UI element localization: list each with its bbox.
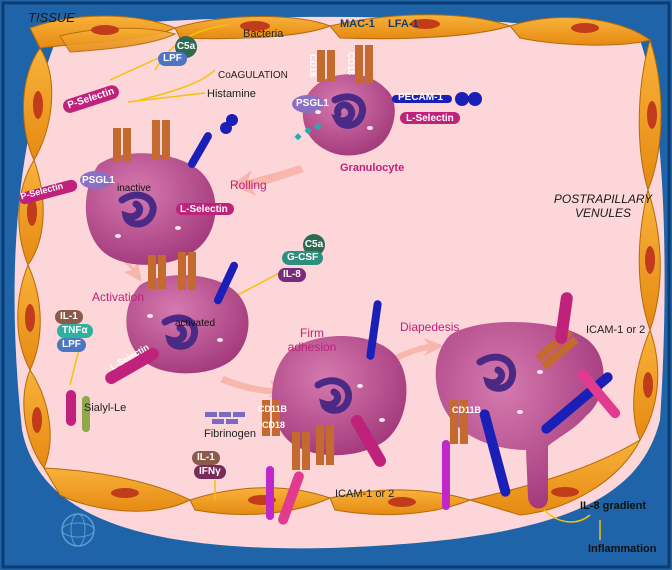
fibrinogen-label: Fibrinogen — [204, 428, 256, 440]
cd18-firm: CD18 — [262, 420, 286, 430]
lfa1-label: LFA-1 — [388, 18, 419, 30]
il8-badge: IL-8 — [278, 268, 306, 282]
granulocyte-cell — [292, 45, 482, 156]
firm-adhesion-cell — [262, 300, 407, 525]
l-selectin-top: L-Selectin — [406, 113, 454, 124]
stage-diapedesis: Diapedesis — [400, 320, 460, 334]
stage-rolling: Rolling — [230, 178, 267, 192]
diapedesis-cell — [435, 292, 621, 510]
title-tissue: TISSUE — [28, 10, 75, 25]
stage-activation: Activation — [92, 290, 145, 304]
mac1-label: MAC-1 — [340, 18, 375, 30]
cd11b-diapedesis: CD11B — [452, 405, 482, 415]
sialyl-le-label: Sialyl-Le — [84, 402, 127, 414]
g-csf-badge: G-CSF — [282, 251, 324, 265]
inflammation-label: Inflammation — [588, 543, 657, 555]
tnf-badge: TNFα — [57, 324, 93, 338]
icam1or2-diapedesis: ICAM-1 or 2 — [586, 324, 646, 336]
lpf-badge: LPF — [158, 52, 187, 66]
cd18-lfa1: CD18 — [346, 52, 356, 76]
title-venules: POSTRAPILLARY VENULES — [553, 192, 653, 220]
stage-firm-adhesion: Firm adhesion — [287, 326, 337, 354]
fibrinogen-icon — [205, 412, 245, 424]
l-selectin-rolling: L-Selectin — [180, 204, 228, 215]
psgl1-top: PSGL1 — [296, 98, 329, 109]
ifn-badge: IFNγ — [194, 465, 226, 479]
histamine-label: Histamine — [207, 88, 256, 100]
state-inactive: inactive — [117, 183, 151, 194]
c5a-activation: C5a — [303, 234, 325, 256]
activated-cell — [66, 252, 249, 432]
icam1or2-firm: ICAM-1 or 2 — [335, 488, 395, 500]
biocarta-logo — [61, 513, 95, 547]
granulocyte-label: Granulocyte — [340, 162, 405, 174]
state-activated: activated — [175, 318, 216, 329]
pecam1-top: PECAM-1 — [398, 92, 444, 103]
endothelial-nuclei — [25, 19, 657, 507]
lpf-activation: LPF — [57, 338, 86, 352]
bacteria-label: Bacteria — [243, 28, 284, 40]
il1-bottom: IL-1 — [192, 451, 220, 465]
coagulation-label: CoAGULATION — [218, 70, 288, 81]
il8-gradient-label: IL-8 gradient — [580, 500, 647, 512]
il1-badge: IL-1 — [55, 310, 83, 324]
psgl1-rolling: PSGL1 — [82, 175, 115, 186]
cd18-mac1: CD18 — [308, 54, 318, 78]
cd11b-firm: CD11B — [258, 404, 288, 414]
